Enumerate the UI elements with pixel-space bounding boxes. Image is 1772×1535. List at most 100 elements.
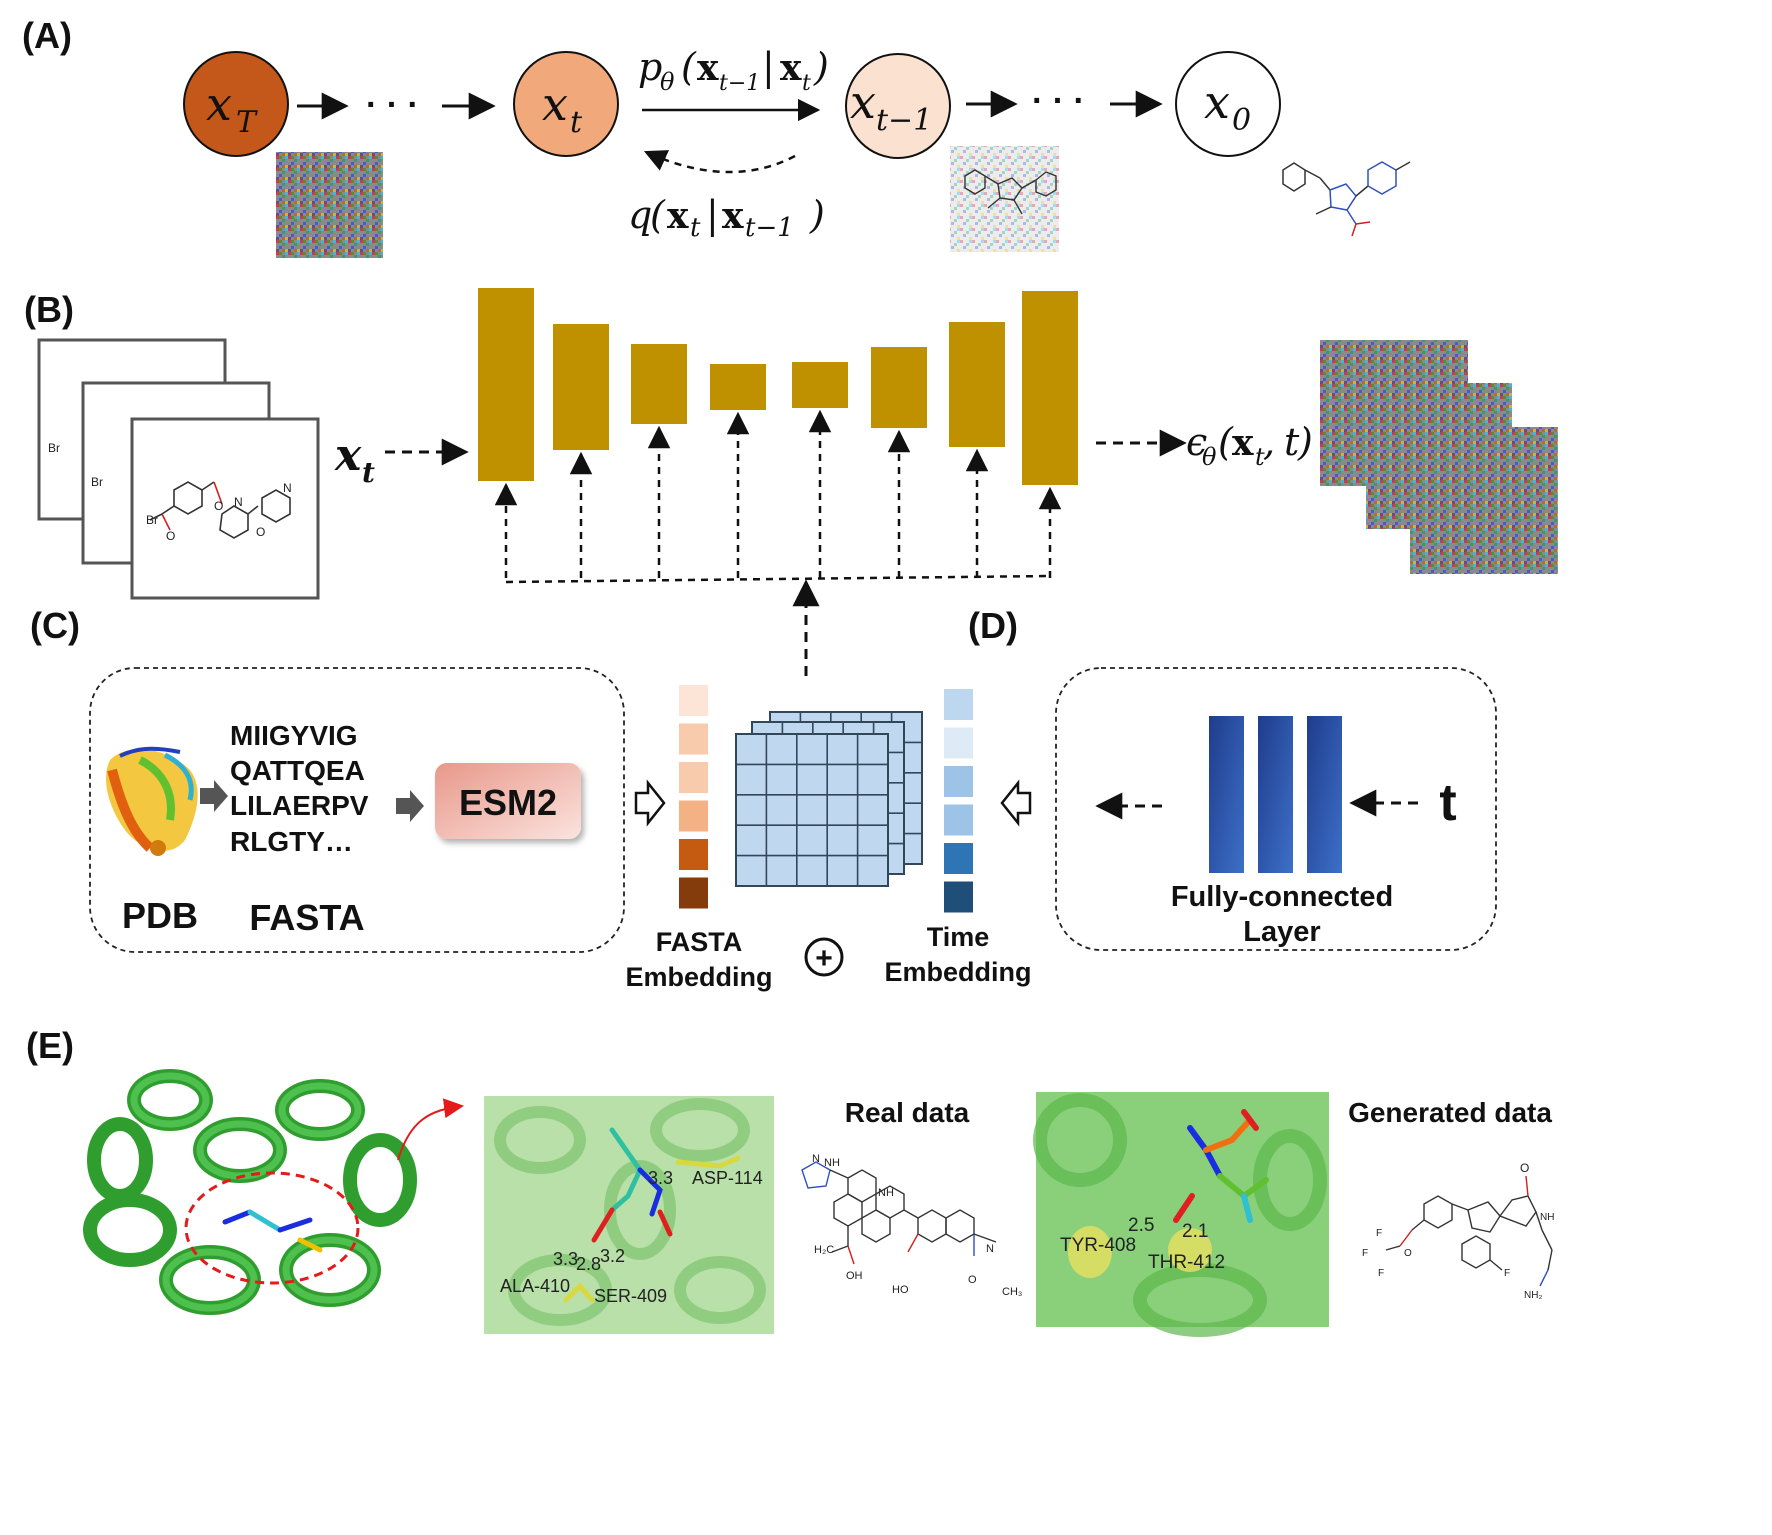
panel-label-e: (E) <box>26 1025 74 1066</box>
node-x-t: x t <box>513 51 619 157</box>
svg-text:F: F <box>1362 1248 1368 1259</box>
svg-text:Br: Br <box>48 441 60 455</box>
svg-text:O: O <box>166 529 175 543</box>
zoom-arrow <box>397 1098 464 1161</box>
svg-text:NH: NH <box>878 1187 894 1199</box>
svg-text:N: N <box>283 481 292 495</box>
node-x-t-minus-1-symbol: x <box>850 75 876 129</box>
sequence-line-4: RLGTY… <box>230 826 353 857</box>
combined-embedding-grid <box>735 711 923 887</box>
esm2-label: ESM2 <box>459 782 557 823</box>
fasta-embedding-cell-3 <box>679 762 708 793</box>
fc-layer-bar-3 <box>1307 716 1342 873</box>
svg-text:THR-412: THR-412 <box>1148 1252 1225 1273</box>
sequence-line-1: MIIGYVIG <box>230 720 358 751</box>
protein-structure-image <box>105 746 198 856</box>
svg-text:t: t <box>362 456 375 489</box>
node-x-T: x T <box>183 51 289 157</box>
svg-text:N: N <box>986 1243 994 1255</box>
svg-text:x: x <box>667 195 689 237</box>
input-molecule-stack: Br Br Br O O N O N <box>37 338 320 600</box>
fc-layer-bar-1 <box>1209 716 1244 873</box>
panel-a-diffusion-chain: x T x t x t−1 x 0 · · · · · · p θ <box>183 45 1411 258</box>
fasta-embedding-cell-6 <box>679 877 708 909</box>
unet-block-2 <box>553 324 609 450</box>
node-x-T-subscript: T <box>236 105 258 140</box>
svg-text:|: | <box>706 193 719 237</box>
svg-text:2.1: 2.1 <box>1182 1221 1208 1242</box>
pdb-label: PDB <box>122 895 198 936</box>
arrow-fasta-to-esm <box>396 790 424 822</box>
node-x-t-symbol: x <box>542 77 568 131</box>
node-x-t-minus-1-subscript: t−1 <box>876 103 932 138</box>
fasta-embedding-cell-5 <box>679 839 708 870</box>
combine-symbol: + <box>804 937 844 977</box>
svg-text:O: O <box>256 525 265 539</box>
svg-text:+: + <box>815 942 833 975</box>
protein-overview-image <box>83 1052 422 1339</box>
unet-block-4 <box>710 364 766 410</box>
real-binding-pose-image: 3.3 ASP-114 3.3 2.8 3.2 ALA-410 SER-409 <box>484 1096 774 1334</box>
svg-text:): ) <box>813 45 829 89</box>
panel-label-b: (B) <box>24 289 74 330</box>
chain-ellipsis-2: · · · <box>1032 82 1085 120</box>
node-x-0: x 0 <box>1175 51 1281 157</box>
svg-text:θ: θ <box>660 68 675 96</box>
svg-text:t−1: t−1 <box>719 71 760 96</box>
svg-text:O: O <box>968 1274 977 1286</box>
svg-text:ϵ: ϵ <box>1186 420 1207 464</box>
time-embedding-cell-2 <box>944 727 973 759</box>
conditioning-arrows <box>494 409 1062 584</box>
svg-text:,: , <box>1263 420 1275 464</box>
clean-molecule-x0 <box>1282 161 1411 237</box>
time-embedding-vector <box>944 689 973 913</box>
svg-text:3.2: 3.2 <box>600 1246 625 1266</box>
svg-text:N: N <box>812 1153 820 1165</box>
svg-text:|: | <box>762 45 775 89</box>
svg-text:t: t <box>802 71 811 96</box>
svg-text:(: ( <box>650 193 666 237</box>
svg-text:t: t <box>1284 420 1300 464</box>
forward-process-label: q ( x t | x t−1 ) <box>628 193 825 243</box>
noisy-molecule-image <box>950 146 1059 252</box>
svg-text:(: ( <box>681 45 697 89</box>
svg-text:H₂C: H₂C <box>814 1244 834 1256</box>
output-noise-stack <box>1320 340 1558 574</box>
svg-text:): ) <box>809 193 825 237</box>
time-embedding-cell-5 <box>944 843 973 874</box>
svg-text:2.8: 2.8 <box>576 1254 601 1274</box>
svg-text:t: t <box>690 213 701 243</box>
node-x-t-subscript: t <box>570 105 583 140</box>
svg-text:q: q <box>628 193 652 237</box>
svg-text:Br: Br <box>91 475 103 489</box>
node-x-T-symbol: x <box>206 77 232 131</box>
svg-text:t: t <box>1255 443 1265 471</box>
node-x-0-subscript: 0 <box>1232 103 1251 138</box>
svg-text:NH₂: NH₂ <box>1524 1290 1542 1301</box>
grid-layer-3 <box>735 733 889 887</box>
real-data-label: Real data <box>845 1097 970 1128</box>
svg-text:F: F <box>1378 1268 1384 1279</box>
output-label-epsilon: ϵ θ ( x t , t ) <box>1186 420 1313 471</box>
panel-label-c: (C) <box>30 605 80 646</box>
panel-c-box <box>89 667 625 953</box>
chain-ellipsis-1: · · · <box>366 86 419 124</box>
svg-text:t−1: t−1 <box>745 213 794 243</box>
svg-text:N: N <box>234 495 243 509</box>
fasta-label: FASTA <box>249 897 364 938</box>
svg-text:x: x <box>780 47 802 89</box>
real-molecule-structure: N NH NH H₂C OH HO O N CH₃ <box>801 1153 1022 1298</box>
sequence-line-2: QATTQEA <box>230 755 365 786</box>
generated-binding-pose-image: 2.5 2.1 TYR-408 THR-412 <box>1033 1092 1329 1337</box>
noise-image-xT <box>276 152 383 258</box>
fc-layer-bar-2 <box>1258 716 1293 873</box>
fc-label-line-2: Layer <box>1243 916 1320 948</box>
time-embedding-cell-1 <box>944 689 973 720</box>
arrow-esm-to-embedding <box>634 779 666 827</box>
arrow-fc-to-embedding <box>1000 779 1032 827</box>
svg-text:O: O <box>1520 1161 1529 1175</box>
time-embedding-cell-3 <box>944 766 973 797</box>
time-embedding-label-2: Embedding <box>885 957 1032 987</box>
svg-text:F: F <box>1504 1268 1510 1279</box>
